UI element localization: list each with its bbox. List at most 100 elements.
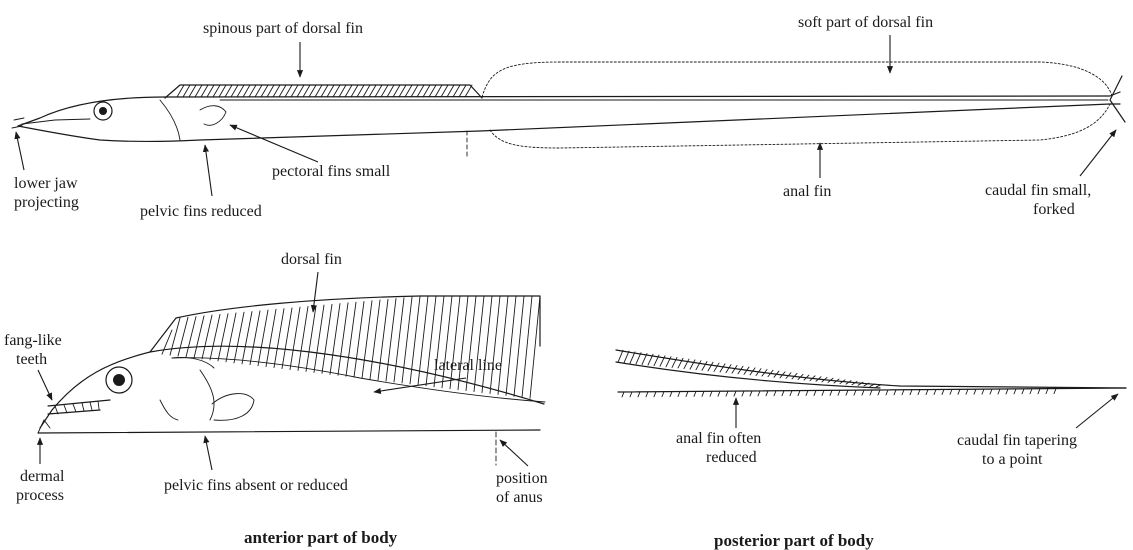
fin-ray [369,85,376,97]
fin-ray [249,85,256,97]
fin-ray [417,85,424,97]
fin-ray [490,296,500,394]
fin-ray [207,85,214,97]
fin-ray [261,85,268,97]
anal-tick [734,391,736,396]
anal-tick [718,391,720,396]
fin-ray [357,85,364,97]
anal-tick [830,390,832,395]
posterior-fin-base [616,362,880,388]
fin-ray [624,351,629,363]
anal-tick [1046,389,1048,394]
fin-ray [405,85,412,97]
fin-ray [298,306,308,370]
opercle-top [172,357,214,368]
label-anus-1: position [496,470,548,487]
fin-ray [370,300,380,379]
fin-ray [282,308,292,369]
fin-ray [291,85,298,97]
anal-tick [838,390,840,395]
fin-ray [465,85,472,97]
anal-tick [726,391,728,396]
anal-tick [638,392,640,397]
full-fish-drawing [12,62,1125,157]
label-lateral-line: lateral line [434,357,502,374]
anal-tick [758,391,760,396]
fin-ray [435,85,442,97]
fin-ray [386,299,396,381]
label-dorsal-anterior: dorsal fin [281,251,342,268]
fin-ray [237,85,244,97]
body-outline [18,92,1120,142]
fin-ray [273,85,280,97]
anal-tick [1014,389,1016,394]
gill-cover [160,100,180,140]
fin-ray [218,314,228,361]
anal-tick [694,391,696,396]
label-pelvic-anterior: pelvic fins absent or reduced [164,477,348,494]
fin-ray [231,85,238,97]
fin-ray [225,85,232,97]
label-fang-teeth-2: teeth [16,351,47,368]
fin-ray [274,309,284,368]
anal-tick [846,390,848,395]
fin-ray [474,296,484,392]
fin-ray [195,85,202,97]
fin-ray [226,313,236,362]
posterior-drawing [616,350,1126,397]
cheek-line [160,400,178,420]
fin-ray [522,296,532,397]
fin-ray [378,299,388,380]
anal-tick [998,389,1000,394]
anal-tick [918,390,920,395]
arrow-caudal-posterior [1076,394,1118,428]
anal-tick [1030,389,1032,394]
fin-ray [339,85,346,97]
label-anus-2: of anus [496,489,543,506]
fin-ray [351,85,358,97]
anal-tick [782,391,784,396]
arrow-lower-jaw [16,132,24,170]
anal-tick [942,389,944,394]
fin-ray [346,302,356,376]
label-fang-teeth-1: fang-like [4,332,62,349]
anal-tick [1022,389,1024,394]
anal-tick [878,390,880,395]
fin-ray [447,85,454,97]
anal-tick [1006,389,1008,394]
anal-tick [710,391,712,396]
label-dermal-process-2: process [16,487,64,504]
fin-ray [714,363,719,371]
fin-ray [450,296,460,389]
fin-ray [530,296,540,398]
anal-tick [806,391,808,396]
anal-tick [934,389,936,394]
fin-ray [363,85,370,97]
fin-ray [402,297,412,383]
anterior-drawing [38,296,545,465]
fin-ray [459,85,466,97]
anal-tick [950,389,952,394]
fin-ray [322,304,332,373]
fin-ray [458,296,468,390]
fin-ray [636,353,641,364]
spinous-rays-top [177,85,472,97]
anal-tick [822,390,824,395]
fin-ray [314,305,324,372]
fin-ray [186,317,196,357]
anal-tick [774,391,776,396]
fin-ray [720,364,725,372]
anal-tick [662,392,664,397]
anal-tick [814,390,816,395]
label-spinous-dorsal: spinous part of dorsal fin [203,20,363,37]
fin-ray [297,85,304,97]
fin-ray [362,301,372,378]
fin-ray [210,314,220,360]
fin-ray [411,85,418,97]
fin-ray [194,316,204,358]
anal-tick [702,391,704,396]
fin-ray [279,85,286,97]
fin-ray [466,296,476,391]
anal-tick [790,391,792,396]
label-dermal-process-1: dermal [20,468,65,485]
